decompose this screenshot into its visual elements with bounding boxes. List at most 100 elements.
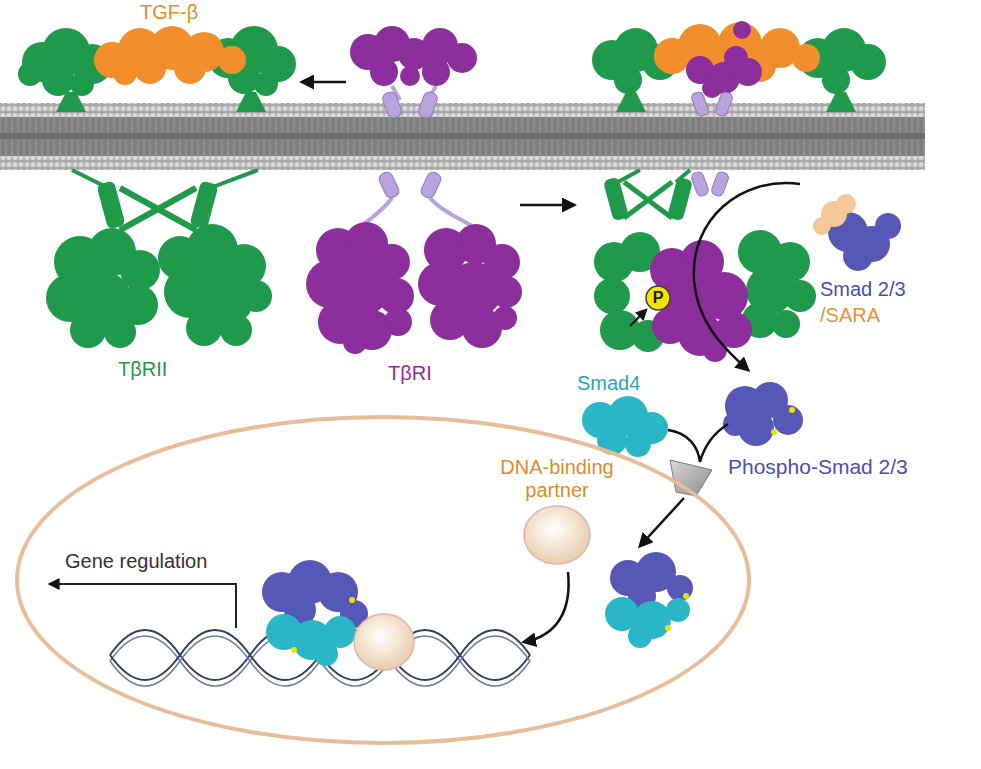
phospho-smad-protein — [771, 429, 777, 435]
tgfb-receptor-complex-extracellular — [174, 52, 206, 84]
smad-sara-protein — [813, 194, 856, 235]
active-complex-intracellular — [703, 338, 727, 362]
process-arrow — [302, 81, 346, 84]
phospho-smad-protein — [773, 405, 803, 435]
active-complex-intracellular — [624, 182, 672, 218]
tgfb-receptor-complex-extracellular — [94, 26, 246, 85]
dna-bound-complex — [291, 597, 355, 653]
cell-membrane — [0, 103, 925, 170]
tbri-extracellular — [422, 58, 450, 86]
tbri-intracellular — [306, 222, 522, 354]
active-complex-extracellular — [733, 21, 751, 39]
nucleus-outline: Gene regulation DNA-binding partner — [14, 414, 752, 746]
nuclear-smad-complex — [605, 552, 693, 648]
smad-sara-protein — [813, 217, 831, 235]
active-complex-extracellular — [822, 66, 850, 94]
tgfb-receptor-complex-extracellular — [18, 62, 42, 86]
nucleus-outline — [17, 417, 749, 743]
tbri-extracellular — [381, 90, 403, 119]
active-complex-intracellular — [690, 171, 709, 198]
nuclear-smad-complex — [666, 598, 690, 622]
node-text: Gene regulation — [65, 550, 207, 573]
dna-bound-complex — [291, 647, 297, 653]
tbri-extracellular — [417, 90, 439, 119]
tbrii-intracellular — [46, 180, 272, 348]
phospho-smad-protein — [789, 407, 795, 413]
nuclear-smad-complex — [628, 624, 652, 648]
tbri-extracellular — [370, 58, 398, 86]
circle-outline — [646, 286, 670, 310]
tbrii-intracellular — [240, 280, 272, 312]
nuclear-smad-complex — [605, 597, 690, 648]
smad4-protein — [625, 431, 651, 457]
active-complex-extracellular — [690, 91, 733, 118]
active-complex-intracellular — [690, 171, 729, 198]
phosphorylation-arrow — [630, 310, 646, 326]
active-complex-intracellular — [594, 170, 816, 362]
gene-regulation-arrow — [50, 584, 236, 628]
tgfb-receptor-complex-extracellular — [254, 72, 278, 96]
tbrii-intracellular — [104, 316, 136, 348]
tbrii-intracellular — [189, 180, 218, 229]
active-complex-extracellular — [792, 44, 820, 72]
protein-label: TβRI — [388, 362, 432, 385]
tbrii-intracellular — [96, 180, 125, 229]
node-text: P — [653, 289, 664, 307]
tbri-extracellular — [350, 26, 477, 86]
active-complex-extracellular — [714, 91, 733, 118]
gene-regulation-arrow — [50, 584, 236, 628]
active-complex-intracellular — [772, 310, 800, 338]
tbrii-intracellular — [70, 312, 106, 348]
protein-label: TβRII — [118, 358, 167, 381]
tbrii-intracellular — [186, 310, 222, 346]
tbri-intracellular — [493, 306, 517, 330]
tbrii-intracellular — [46, 170, 272, 348]
tgfb-receptor-complex-extracellular — [70, 72, 94, 96]
active-complex-intracellular — [700, 272, 748, 320]
tbri-extracellular — [400, 66, 420, 86]
protein-label: TGF-β — [140, 1, 198, 24]
tbrii-intracellular — [220, 314, 252, 346]
active-complex-extracellular — [614, 66, 642, 94]
tbri-intracellular — [343, 330, 367, 354]
tbri-intracellular — [384, 308, 412, 336]
tbri-extracellular — [350, 26, 477, 120]
protein-label: Phospho-Smad 2/3 — [728, 455, 908, 479]
process-arrow — [302, 82, 574, 205]
active-complex-intracellular — [667, 177, 693, 222]
dna-bound-complex — [266, 614, 356, 666]
phosphorylation-arrow — [694, 183, 800, 370]
smad-sara-protein — [813, 194, 901, 271]
partner-binding-arrow — [524, 572, 569, 642]
tbrii-intracellular — [120, 188, 196, 230]
tbri-intracellular — [490, 276, 522, 308]
active-complex-extracellular — [686, 21, 762, 98]
tbri-intracellular — [419, 170, 443, 199]
phosphate-circle: P — [645, 285, 671, 311]
nuclear-smad-complex — [665, 593, 689, 631]
tgfb-receptor-complex-extracellular — [18, 26, 296, 112]
partner-ellipse — [522, 504, 592, 566]
tgfb-receptor-complex-extracellular — [134, 52, 166, 84]
phosphorylation-arrow — [630, 183, 800, 370]
tbri-extracellular — [447, 43, 477, 73]
active-complex-intracellular — [594, 278, 630, 314]
phospho-smad-protein — [723, 382, 803, 446]
protein-label: /SARA — [820, 304, 880, 327]
node-text: DNA-binding partner — [494, 456, 620, 502]
nuclear-import-path — [640, 498, 684, 546]
smad-sara-protein — [843, 241, 873, 271]
dna-bound-complex — [314, 642, 338, 666]
active-complex-intracellular — [784, 280, 816, 312]
active-complex-extracellular — [724, 46, 748, 70]
tgfb-receptor-complex-extracellular — [42, 64, 74, 96]
partner-binding-arrow — [524, 572, 569, 642]
tgfb-receptor-complex-extracellular — [218, 46, 246, 74]
process-arrow — [520, 204, 574, 207]
tbri-intracellular — [377, 170, 401, 199]
protein-label: Smad 2/3 — [820, 278, 906, 301]
dna-bound-complex — [354, 614, 414, 670]
tgfb-receptor-complex-extracellular — [113, 61, 137, 85]
